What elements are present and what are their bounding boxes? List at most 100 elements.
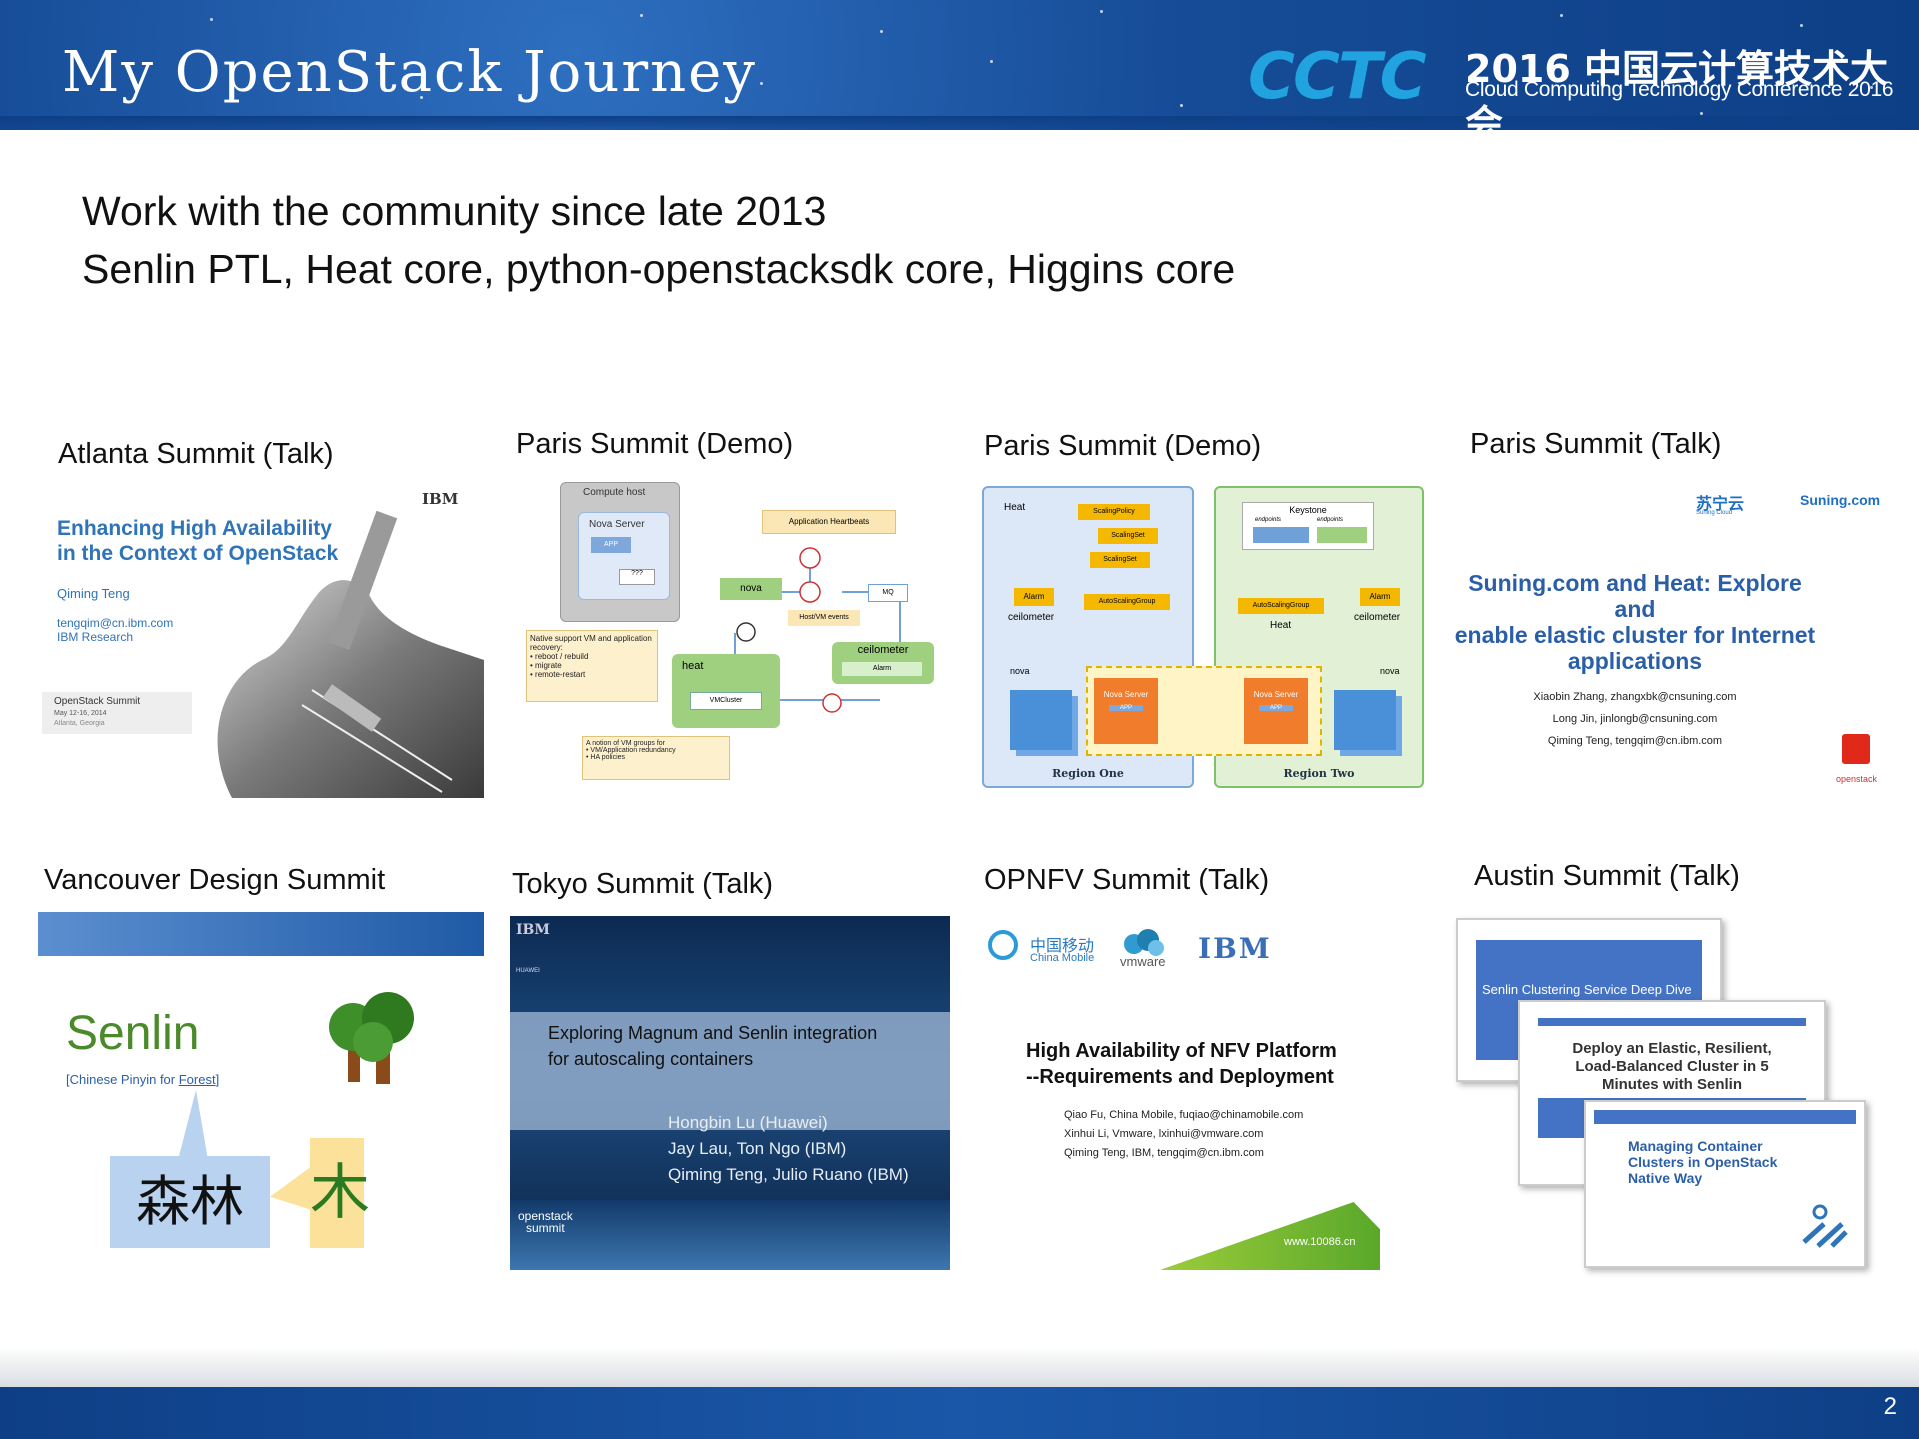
nova-box: nova	[720, 578, 782, 600]
ceilometer-right: ceilometer	[1354, 612, 1401, 623]
nova-server-right: Nova Server APP	[1244, 678, 1308, 744]
china-mobile-cn: 中国移动	[1030, 938, 1095, 955]
compute-host-label: Compute host	[583, 487, 646, 498]
conference-name-cn: 2016 中国云计算技术大会	[1465, 47, 1888, 146]
opnfv-authors: Qiao Fu, China Mobile, fuqiao@chinamobil…	[1064, 1106, 1303, 1163]
atlanta-date: May 12-16, 2014	[54, 710, 107, 717]
caption-atlanta: Atlanta Summit (Talk)	[58, 438, 334, 470]
opnfv-author-3: Qiming Teng, IBM, tengqim@cn.ibm.com	[1064, 1147, 1264, 1159]
ceilometer-label: ceilometer	[857, 644, 909, 656]
thumb-atlanta[interactable]: IBM Enhancing High Availability in the C…	[42, 480, 484, 798]
alarm-left: Alarm	[1014, 588, 1054, 606]
host-vm-events-note: Host/VM events	[788, 610, 860, 626]
openstack-summit-line-1: openstack	[518, 1209, 573, 1223]
china-mobile-en: China Mobile	[1030, 952, 1095, 964]
vm-groups-item-2: • HA policies	[586, 754, 626, 761]
china-mobile-icon	[988, 930, 1018, 960]
nova-server-right-label: Nova Server	[1253, 690, 1299, 699]
ibm-logo: IBM	[422, 490, 459, 508]
atlanta-title-line-1: Enhancing High Availability	[57, 517, 332, 540]
asg-left: AutoScalingGroup	[1084, 594, 1170, 610]
keystone-label: Keystone	[1289, 505, 1327, 515]
austin-slide-3-line-2: Clusters in OpenStack	[1628, 1154, 1778, 1170]
austin-slide-1-title: Senlin Clustering Service Deep Dive	[1482, 982, 1692, 997]
austin-slide-2-line-3: Minutes with Senlin	[1601, 1076, 1742, 1093]
slide-title: My OpenStack Journey	[62, 40, 757, 105]
austin-slide-2-title: Deploy an Elastic, Resilient, Load-Balan…	[1520, 1040, 1824, 1094]
openstack-logo-icon	[1842, 734, 1870, 764]
tokyo-ibm-logo: IBM	[516, 922, 550, 938]
server-stack-right	[1334, 690, 1396, 750]
endpoints-1: endpoints	[1255, 517, 1282, 523]
tokyo-water	[510, 1200, 950, 1270]
thumb-tokyo[interactable]: IBM HUAWEI Exploring Magnum and Senlin i…	[510, 916, 950, 1270]
pinyin-note: [Chinese Pinyin for Forest]	[66, 1072, 220, 1087]
thumb-vancouver[interactable]: Senlin [Chinese Pinyin for Forest] 森林 木	[38, 912, 484, 1260]
caption-vancouver: Vancouver Design Summit	[44, 864, 386, 896]
senlin-title: Senlin	[66, 1007, 200, 1060]
heat-left-label: Heat	[1004, 502, 1026, 513]
page-number: 2	[1883, 1393, 1897, 1420]
opnfv-title: High Availability of NFV Platform --Requ…	[1026, 1038, 1337, 1090]
app-right: APP	[1259, 705, 1293, 711]
openstack-summit-logo: openstack summit	[518, 1210, 573, 1234]
nova-server-label: Nova Server	[589, 519, 645, 530]
asg-right: AutoScalingGroup	[1238, 598, 1324, 614]
tokyo-title-band	[510, 1012, 950, 1130]
paris-talk-title-line-2: enable elastic cluster for Internet	[1454, 622, 1816, 648]
austin-slide-3-line-3: Native Way	[1628, 1170, 1703, 1186]
nova-right: nova	[1380, 666, 1400, 676]
vmcluster-box: VMCluster	[690, 692, 762, 710]
openstack-logo-text: openstack	[1836, 774, 1878, 784]
austin-slide-3[interactable]: Managing Container Clusters in OpenStack…	[1584, 1100, 1866, 1268]
vmware-cloud-icon	[1124, 929, 1164, 956]
endpoints-2: endpoints	[1317, 517, 1344, 523]
thumb-paris-demo-2[interactable]: Region One Region Two Heat ScalingPolicy…	[980, 484, 1424, 788]
vm-groups-title: A notion of VM groups for	[586, 740, 665, 747]
native-support-title: Native support VM and application recove…	[530, 634, 652, 652]
intro-line-1: Work with the community since late 2013	[82, 188, 827, 234]
tokyo-author-1: Hongbin Lu (Huawei)	[668, 1113, 828, 1132]
austin-slide-3-bar	[1594, 1110, 1856, 1124]
nova-server-left: Nova Server APP	[1094, 678, 1158, 744]
thumb-paris-talk[interactable]: 苏宁云 Suning Cloud Suning.com Suning.com a…	[1450, 480, 1892, 790]
scaling-policy: ScalingPolicy	[1078, 504, 1150, 520]
austin-slide-2-line-1: Deploy an Elastic, Resilient,	[1572, 1040, 1772, 1057]
austin-slide-2-bar	[1538, 1018, 1806, 1026]
opnfv-url: www.10086.cn	[1284, 1236, 1356, 1248]
thumb-opnfv[interactable]: 中国移动 China Mobile vmware IBM High Availa…	[984, 912, 1394, 1270]
thumb-paris-demo-1[interactable]: Compute host Nova Server APP ??? nova Ap…	[520, 478, 940, 790]
suning-cloud-sub: Suning Cloud	[1696, 510, 1733, 516]
vmware-logo: vmware	[1120, 954, 1166, 969]
atlanta-title: Enhancing High Availability in the Conte…	[57, 516, 338, 566]
tree-icon	[329, 992, 414, 1084]
heartbeats-note: Application Heartbeats	[762, 510, 896, 534]
paris-talk-title-line-3: applications	[1567, 648, 1703, 674]
tokyo-huawei-logo: HUAWEI	[516, 968, 540, 974]
ceilometer-left: ceilometer	[1008, 612, 1055, 623]
tokyo-authors: Hongbin Lu (Huawei) Jay Lau, Ton Ngo (IB…	[668, 1110, 909, 1188]
atlanta-author: Qiming Teng	[57, 586, 130, 601]
caption-austin: Austin Summit (Talk)	[1474, 860, 1740, 892]
suning-cloud-logo: 苏宁云	[1696, 496, 1745, 513]
nova-server-box: Nova Server APP ???	[578, 512, 670, 600]
region-one-label: Region One	[1052, 767, 1124, 780]
paris-talk-author-3: Qiming Teng, tengqim@cn.ibm.com	[1547, 735, 1723, 747]
tokyo-author-3: Qiming Teng, Julio Ruano (IBM)	[668, 1165, 909, 1184]
opnfv-title-line-1: High Availability of NFV Platform	[1026, 1040, 1337, 1062]
keystone-box: Keystone endpoints endpoints	[1242, 502, 1374, 550]
nova-server-left-label: Nova Server	[1103, 690, 1149, 699]
native-support-item-3: • remote-restart	[530, 670, 586, 679]
atlanta-org: IBM Research	[57, 630, 134, 644]
tree-glyph: 木	[310, 1138, 370, 1248]
heat-right-label: Heat	[1270, 620, 1292, 631]
alarm-right: Alarm	[1360, 588, 1400, 606]
app-left: APP	[1109, 705, 1143, 711]
atlanta-email: tengqim@cn.ibm.com	[57, 616, 174, 630]
opnfv-author-1: Qiao Fu, China Mobile, fuqiao@chinamobil…	[1064, 1109, 1304, 1121]
region-two-label: Region Two	[1283, 767, 1355, 780]
guitar-image	[217, 510, 484, 798]
suning-com-logo: Suning.com	[1800, 492, 1881, 508]
opnfv-author-2: Xinhui Li, Vmware, lxinhui@vmware.com	[1064, 1128, 1264, 1140]
header-banner	[0, 0, 1919, 130]
